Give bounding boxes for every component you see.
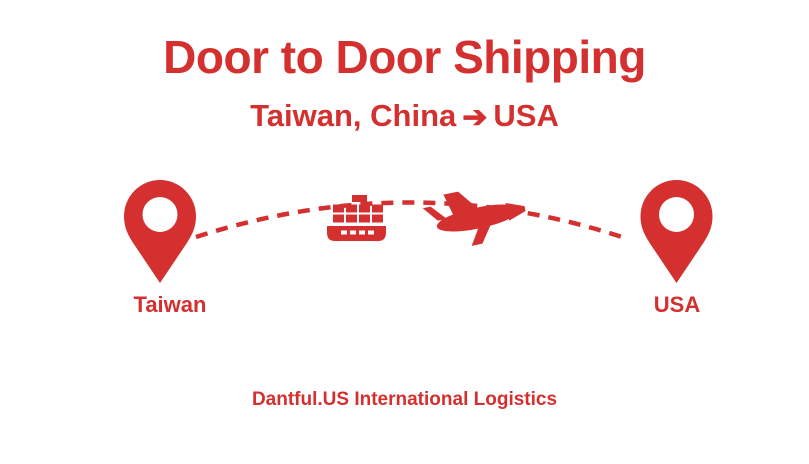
ship-container (372, 204, 383, 213)
ship-container (359, 204, 370, 213)
origin-map-pin-icon (124, 180, 196, 283)
ship-container (359, 214, 370, 223)
cargo-ship-icon (327, 195, 386, 242)
destination-city-label: USA (653, 292, 701, 317)
origin-pin-hole (142, 197, 178, 232)
route-subtitle: Taiwan, China➔USA (0, 97, 809, 134)
arrow-right-icon: ➔ (462, 101, 488, 134)
dashed-route-path (195, 200, 623, 240)
ship-hull-lower (327, 226, 386, 241)
ship-container (333, 214, 344, 223)
ship-container (346, 204, 357, 213)
ship-container-top (352, 195, 367, 202)
ship-porthole (368, 230, 374, 235)
plane-wing-upper (443, 191, 484, 221)
plane-wing-lower (471, 219, 493, 246)
plane-tail-fin (422, 206, 448, 221)
company-name: Dantful.US International Logistics (251, 389, 558, 410)
destination-map-pin-icon (640, 180, 713, 283)
ship-container (333, 204, 344, 213)
subtitle-destination-text: USA (493, 98, 559, 133)
airplane-icon (422, 191, 526, 246)
origin-city-label: Taiwan (133, 292, 207, 317)
ship-porthole (359, 230, 365, 235)
ship-container (346, 214, 357, 223)
ship-porthole (341, 230, 347, 235)
plane-nose (505, 202, 526, 221)
plane-fuselage (436, 204, 520, 232)
ship-container (372, 214, 383, 223)
subtitle-origin-text: Taiwan, China (250, 98, 457, 133)
page-title: Door to Door Shipping (163, 31, 646, 83)
route-illustration (0, 160, 809, 330)
destination-pin-hole (659, 197, 694, 232)
route-map-graphic (124, 180, 713, 283)
ship-porthole (350, 230, 356, 235)
